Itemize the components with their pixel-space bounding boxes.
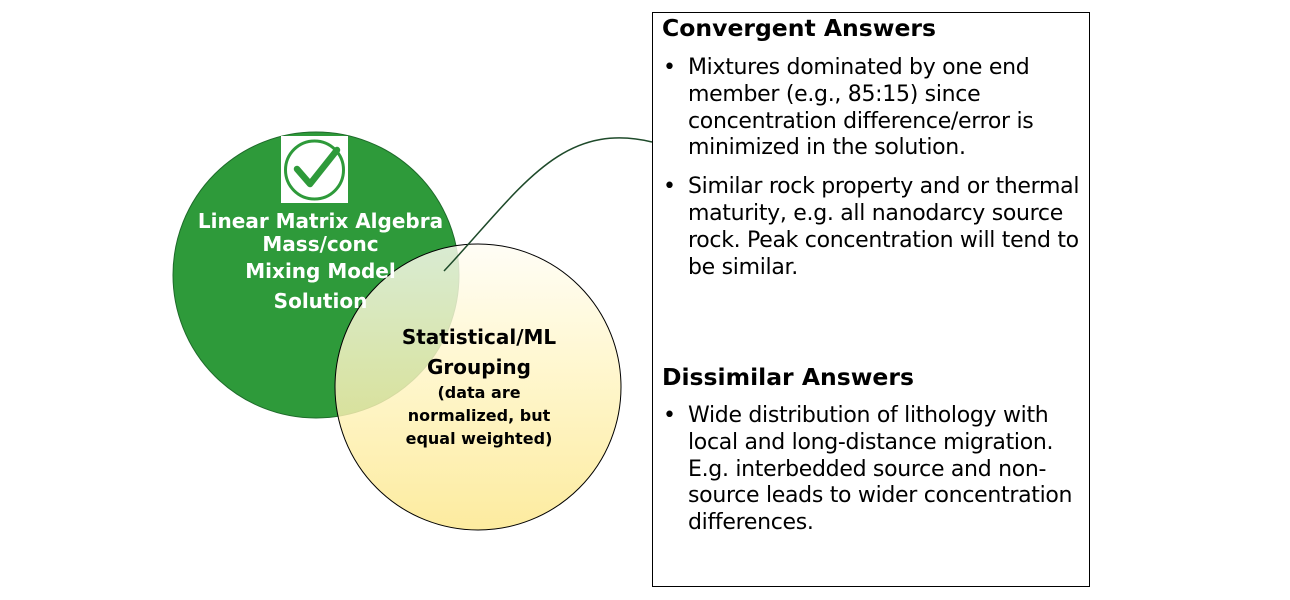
green-label-line: Solution bbox=[273, 289, 368, 313]
yellow-note-line: normalized, but bbox=[407, 406, 551, 425]
bullet-icon: • bbox=[663, 55, 676, 80]
bullet-icon: • bbox=[663, 174, 676, 200]
green-label-line: Mixing Model bbox=[245, 259, 396, 283]
list-item: • Mixtures dominated by one end member (… bbox=[653, 55, 1089, 162]
answers-panel: Convergent Answers • Mixtures dominated … bbox=[652, 12, 1090, 587]
yellow-title-line: Grouping bbox=[427, 355, 531, 379]
check-icon-tile bbox=[281, 136, 348, 203]
bullet-icon: • bbox=[663, 403, 676, 428]
dissimilar-list: • Wide distribution of lithology with lo… bbox=[653, 403, 1089, 549]
green-circle-label: Linear Matrix Algebra Mass/conc Mixing M… bbox=[188, 209, 453, 313]
yellow-circle-label: Statistical/ML Grouping (data are normal… bbox=[378, 322, 580, 450]
convergent-list: • Mixtures dominated by one end member (… bbox=[653, 55, 1089, 293]
yellow-note-line: (data are bbox=[437, 383, 521, 402]
green-label-line: Linear Matrix Algebra bbox=[197, 209, 444, 233]
list-item: • Similar rock property and or thermal m… bbox=[653, 174, 1089, 281]
yellow-note-line: equal weighted) bbox=[405, 429, 553, 448]
connector-line bbox=[443, 137, 653, 272]
dissimilar-heading: Dissimilar Answers bbox=[662, 363, 914, 391]
list-item: • Wide distribution of lithology with lo… bbox=[653, 403, 1089, 537]
yellow-circle bbox=[334, 243, 622, 531]
list-item-text: Similar rock property and or thermal mat… bbox=[688, 174, 1080, 280]
convergent-heading: Convergent Answers bbox=[662, 14, 937, 42]
check-circle-icon bbox=[284, 139, 345, 201]
list-item-text: Mixtures dominated by one end member (e.… bbox=[688, 55, 1034, 161]
green-label-line: Mass/conc bbox=[262, 232, 379, 256]
list-item-text: Wide distribution of lithology with loca… bbox=[688, 403, 1073, 536]
yellow-title-line: Statistical/ML bbox=[401, 325, 557, 349]
